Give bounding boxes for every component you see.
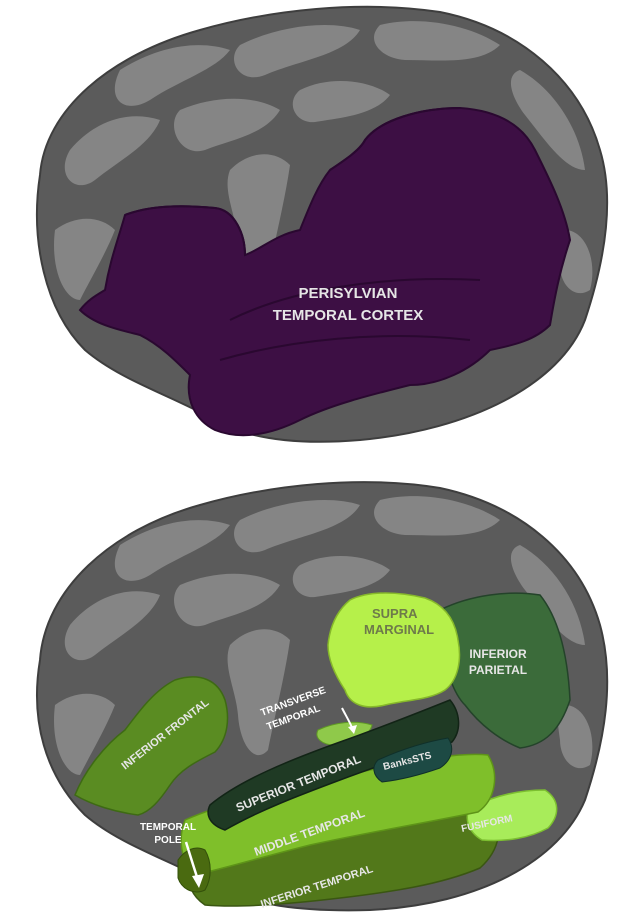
top-brain: PERISYLVIAN TEMPORAL CORTEX	[37, 7, 607, 442]
label-supramarginal-2: MARGINAL	[364, 622, 434, 637]
bottom-brain: SUPRA MARGINAL INFERIOR PARIETAL INFERIO…	[37, 482, 607, 911]
perisylvian-label-line2: TEMPORAL CORTEX	[273, 307, 424, 324]
perisylvian-label-line1: PERISYLVIAN	[299, 285, 398, 302]
label-temporal-pole-2: POLE	[154, 835, 182, 846]
label-inferior-parietal-1: INFERIOR	[469, 647, 527, 661]
label-supramarginal-1: SUPRA	[372, 606, 418, 621]
label-inferior-parietal-2: PARIETAL	[469, 663, 527, 677]
label-temporal-pole-1: TEMPORAL	[140, 822, 196, 833]
